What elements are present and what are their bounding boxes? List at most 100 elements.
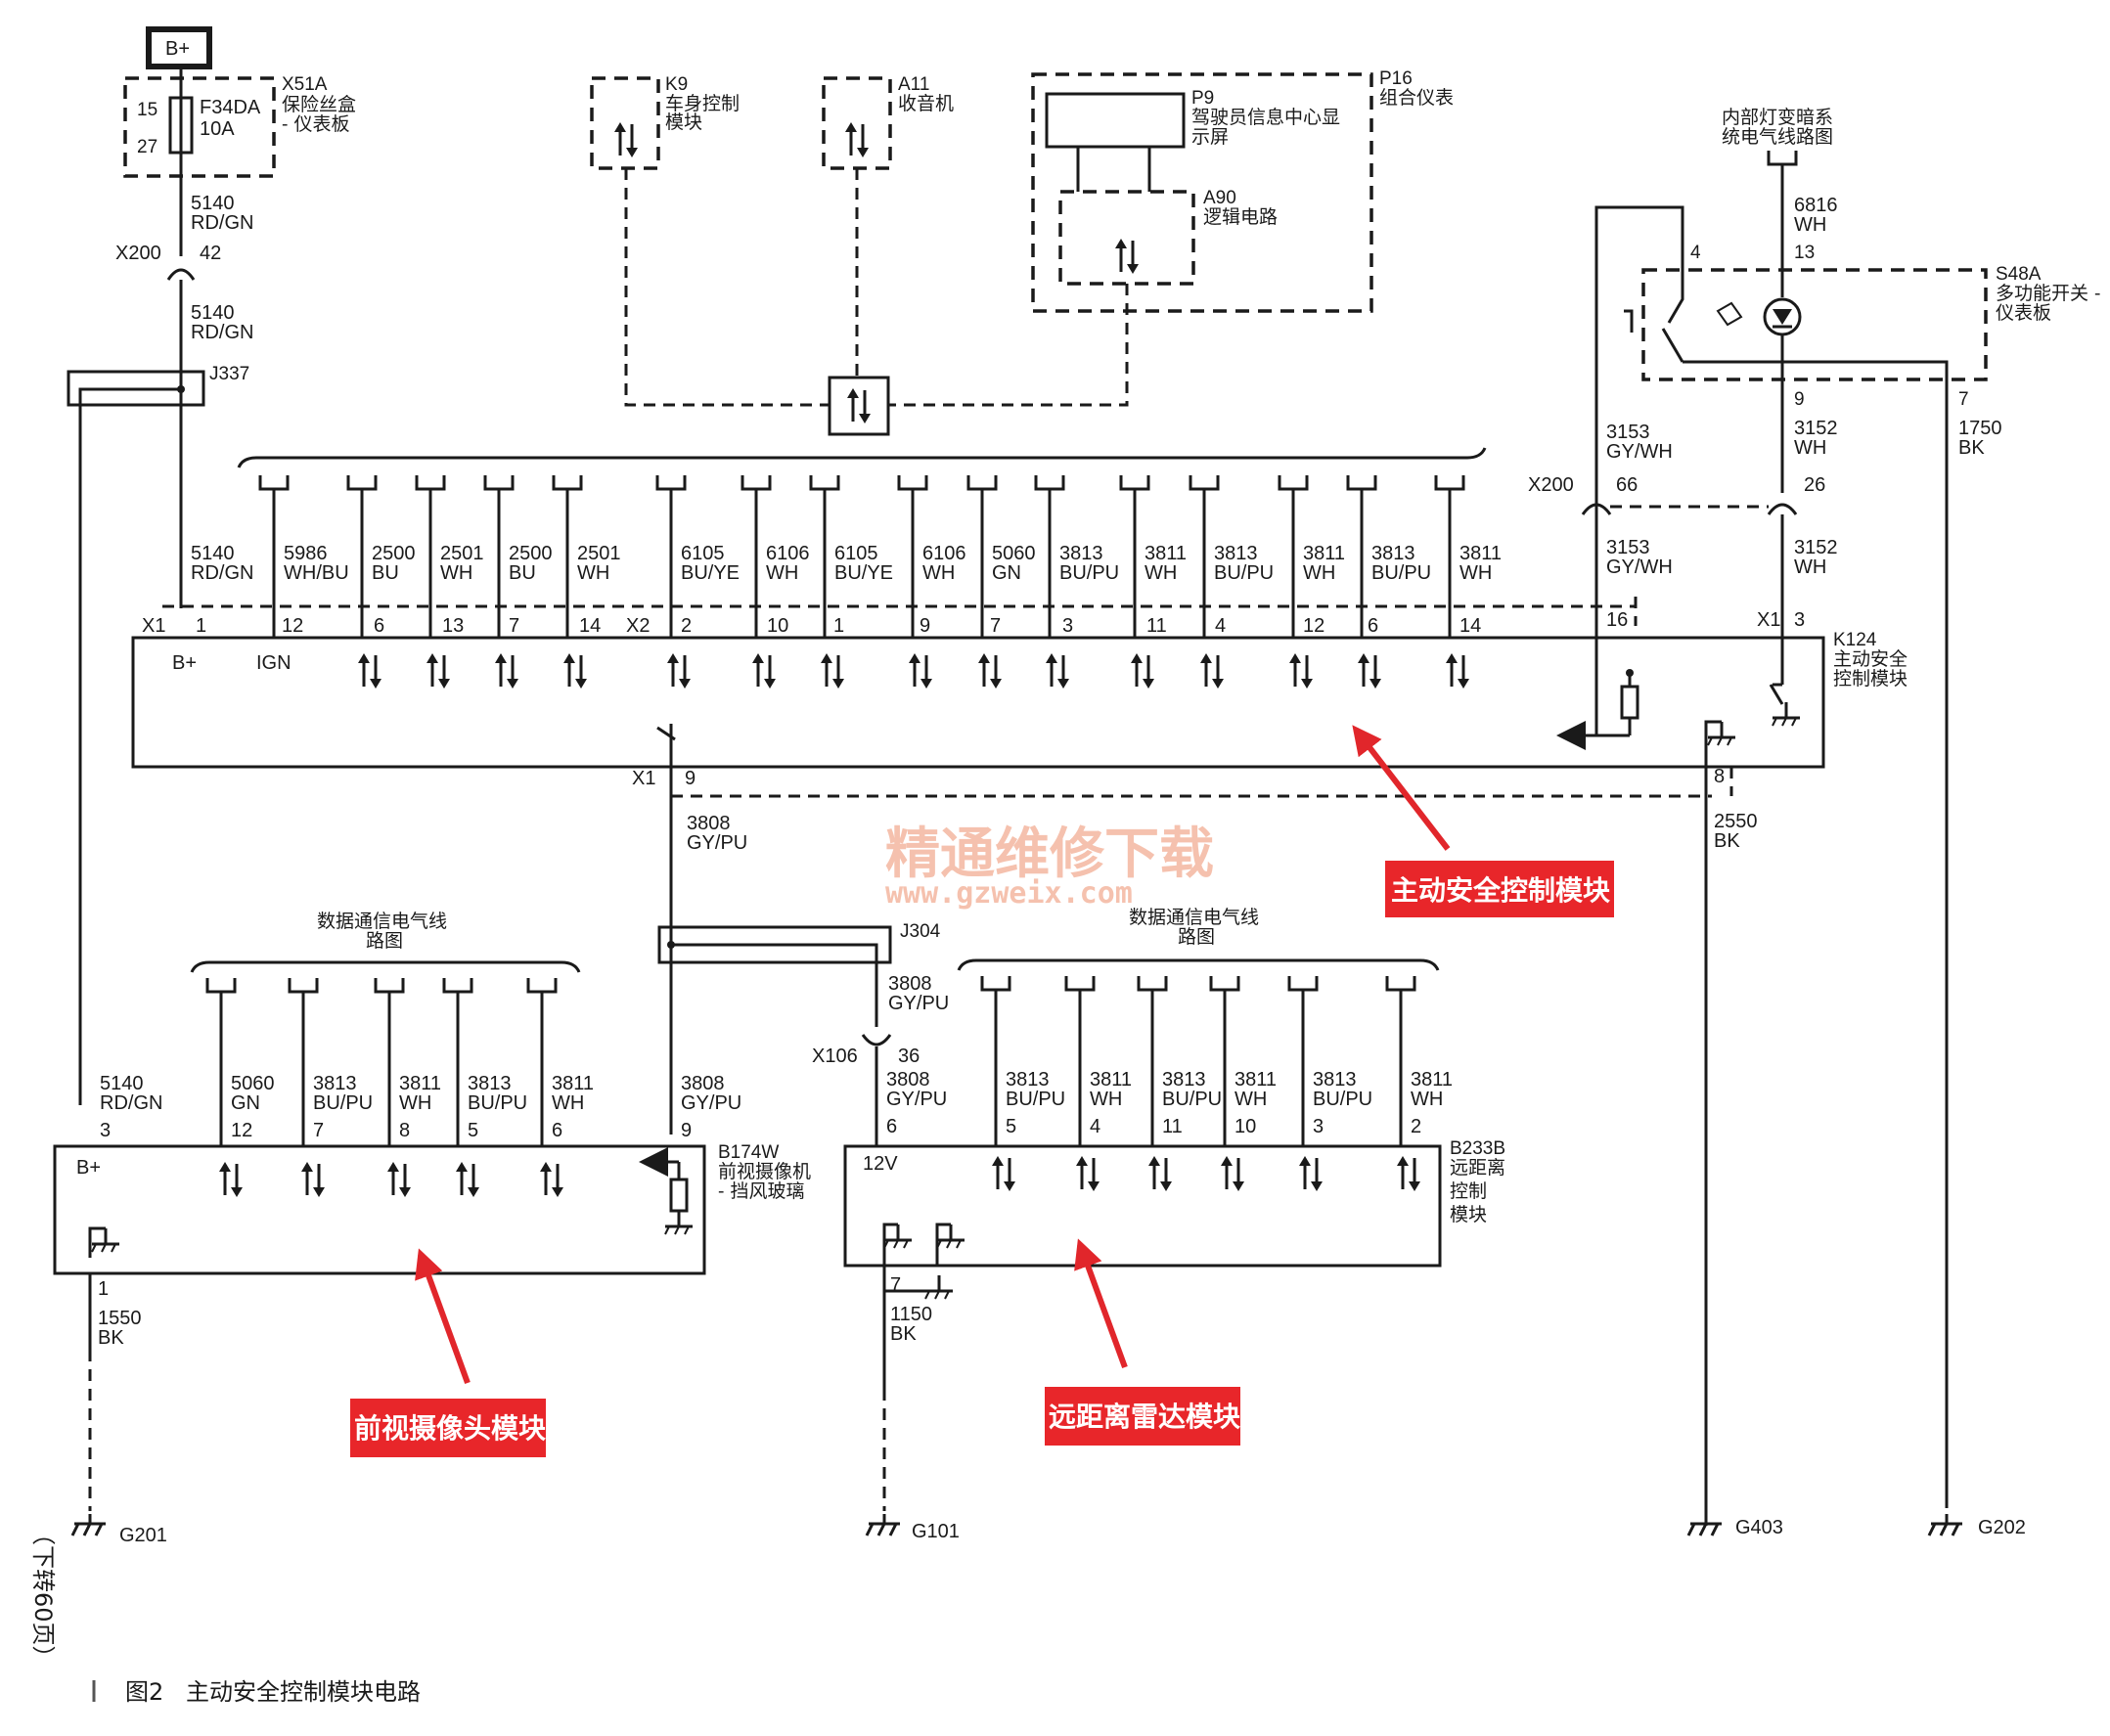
p16-outline xyxy=(1031,72,1373,313)
b233b-wire-num: 3811 xyxy=(1235,1069,1277,1091)
b174w-wire-connector xyxy=(205,976,237,994)
k124-wire-color: RD/GN xyxy=(191,562,253,584)
b233b-wire-color: WH xyxy=(1411,1089,1443,1110)
watermark-title: 精通维修下载 xyxy=(885,823,1214,886)
b174w-wire-num: 3813 xyxy=(313,1073,357,1094)
j304-label: J304 xyxy=(900,921,941,942)
b174w-wire-color: WH xyxy=(552,1092,584,1114)
k124-wire-connector xyxy=(415,473,446,491)
s48a-pin-led: 13 xyxy=(1794,243,1815,263)
k124-wire-connector xyxy=(1119,473,1150,491)
b174w-bplus: B+ xyxy=(76,1157,101,1179)
b233b-bidir-arrow-icon xyxy=(1146,1154,1174,1193)
k124-wire-num: 5140 xyxy=(191,543,235,564)
k124-wire-num: 5986 xyxy=(284,543,328,564)
annotation-active-safety-box xyxy=(1385,861,1614,917)
k124-wire-num: 3813 xyxy=(1371,543,1415,564)
k124-wire-pin: 11 xyxy=(1146,615,1167,637)
k124-bidir-arrow-icon xyxy=(1129,651,1156,690)
wire-3152-color-a: WH xyxy=(1794,437,1826,459)
b174w-wire-pin: 3 xyxy=(100,1120,111,1141)
k124-wire-num: 3813 xyxy=(1059,543,1103,564)
k124-wire-num: 2501 xyxy=(577,543,621,564)
wire-3808-color-a: GY/PU xyxy=(687,832,747,854)
b233b-wire-group: 3808GY/PU63813BU/PU53811WH43813BU/PU1138… xyxy=(886,974,1453,1193)
b233b-bidir-arrow-icon xyxy=(1074,1154,1101,1193)
watermark-url: www.gzweix.com xyxy=(885,876,1133,911)
k124-wire-pin: 13 xyxy=(442,615,464,637)
k124-pin-16: 16 xyxy=(1606,609,1628,631)
b233b-name: 远距离 xyxy=(1450,1157,1505,1179)
b174w-wire-pin: 5 xyxy=(468,1120,478,1141)
b174w-wire-pin: 7 xyxy=(313,1120,324,1141)
k124-wire-num: 3811 xyxy=(1303,543,1345,564)
caption-fig: 图2 xyxy=(125,1678,163,1706)
wire-3153-num-b: 3153 xyxy=(1606,537,1650,558)
wire-3808-color-b: GY/PU xyxy=(888,993,949,1014)
p9-name: 驾驶员信息中心显 xyxy=(1191,107,1340,128)
b174w-wire-color: BU/PU xyxy=(313,1092,373,1114)
b174w-wire-pin: 12 xyxy=(231,1120,252,1141)
wire-5140-color-b: RD/GN xyxy=(191,322,253,343)
wire-5140-num-b: 5140 xyxy=(191,302,235,324)
k124-wire-pin: 12 xyxy=(1303,615,1324,637)
k124-bidir-arrow-icon xyxy=(976,651,1004,690)
k124-conn-x1-bottom: X1 xyxy=(632,768,655,789)
data-comm-label-right-1: 数据通信电气线 xyxy=(1129,907,1259,928)
wire-1550-num: 1550 xyxy=(98,1308,142,1329)
k124-name2: 控制模块 xyxy=(1833,668,1908,690)
b233b-wire-num: 3811 xyxy=(1411,1069,1453,1091)
bus-splice-box xyxy=(828,376,890,436)
wire-3153-color-b: GY/WH xyxy=(1606,556,1673,578)
b174w-name: 前视摄像机 xyxy=(718,1161,811,1182)
k124-conn-x1-right: X1 xyxy=(1757,609,1780,631)
k124-wire-pin: 7 xyxy=(509,615,519,637)
k124-bidir-arrow-icon xyxy=(750,651,778,690)
k124-wire-num: 6105 xyxy=(834,543,878,564)
k124-wire-num: 6106 xyxy=(766,543,810,564)
k124-name: 主动安全 xyxy=(1833,648,1908,670)
k124-bidir-arrow-icon xyxy=(1444,651,1471,690)
k124-bidir-arrow-icon xyxy=(1198,651,1226,690)
k124-bidir-arrow-icon xyxy=(425,651,452,690)
k124-wire-pin: 6 xyxy=(374,615,384,637)
fuse-box-id: X51A xyxy=(282,74,328,95)
k124-id: K124 xyxy=(1833,630,1877,650)
s48a-pin-out: 9 xyxy=(1794,389,1805,410)
switch-line xyxy=(1594,205,1684,702)
fuse-pin-in: 15 xyxy=(137,100,157,120)
b174w-id: B174W xyxy=(718,1142,779,1163)
wire-2550-num: 2550 xyxy=(1714,811,1758,832)
k124-wire-pin: 6 xyxy=(1368,615,1378,637)
b233b-wire-connector xyxy=(1137,974,1168,992)
b174w-wire-num: 3811 xyxy=(552,1073,594,1094)
k124-wire-group: 5140RD/GN15986WH/BU122500BU62501WH132500… xyxy=(191,473,1502,690)
k124-wire-color: BU/YE xyxy=(834,562,893,584)
b233b-gnd-pin: 7 xyxy=(890,1274,901,1296)
k124-wire-color: GN xyxy=(992,562,1021,584)
b233b-12v: 12V xyxy=(863,1153,898,1175)
b174w-wire-color: GY/PU xyxy=(681,1092,741,1114)
b174w-wire-connector xyxy=(442,976,473,994)
k124-wire-color: BU xyxy=(509,562,536,584)
ground-g403-label: G403 xyxy=(1735,1517,1783,1538)
caption-title: 主动安全控制模块电路 xyxy=(186,1678,421,1706)
b233b-wire-color: BU/PU xyxy=(1162,1089,1222,1110)
k124-pin-8: 8 xyxy=(1714,766,1725,787)
wire-2550-color: BK xyxy=(1714,830,1740,852)
k124-wire-color: WH xyxy=(577,562,609,584)
ground-g101-label: G101 xyxy=(912,1521,960,1542)
k124-wire-color: WH xyxy=(440,562,472,584)
annotation-radar: 远距离雷达模块 xyxy=(1049,1401,1240,1433)
p9-id: P9 xyxy=(1191,88,1214,109)
data-comm-label-left-2: 路图 xyxy=(366,930,403,952)
b233b-wire-pin: 2 xyxy=(1411,1116,1421,1137)
wire-1750-num: 1750 xyxy=(1958,418,2002,439)
k9-name: 车身控制 xyxy=(665,93,740,114)
k124-wire-connector xyxy=(1346,473,1377,491)
k124-module-box xyxy=(131,636,1825,769)
k124-wire-num: 3813 xyxy=(1214,543,1258,564)
b233b-wire-color: BU/PU xyxy=(1006,1089,1065,1110)
b233b-wire-connector xyxy=(1209,974,1240,992)
